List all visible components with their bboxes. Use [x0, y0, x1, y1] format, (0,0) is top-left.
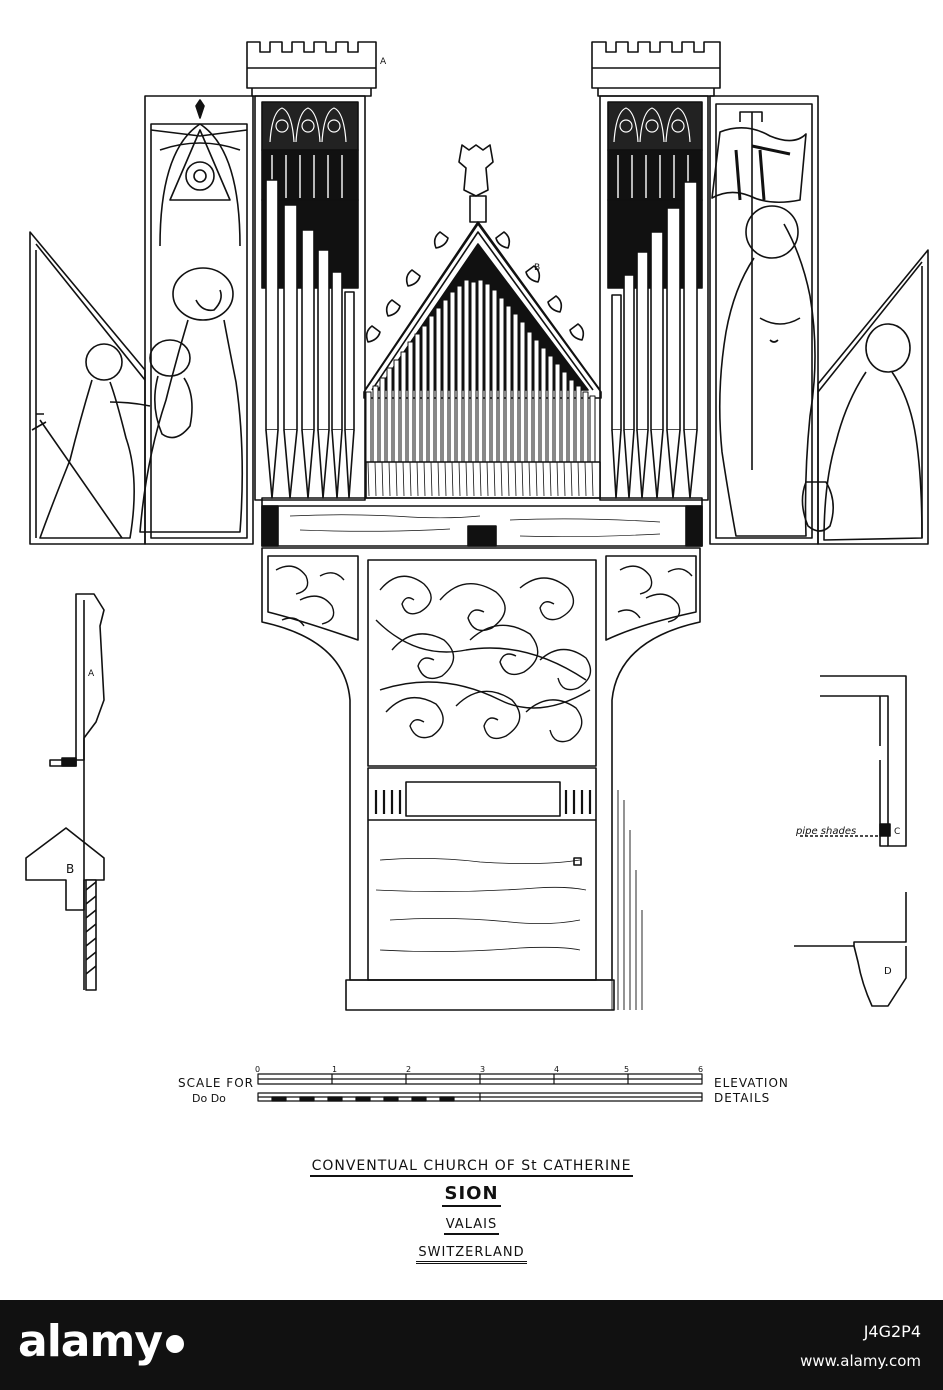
scale-tick-5: 5	[624, 1065, 629, 1074]
moulding-section-d	[794, 892, 907, 1007]
scale-label-bottom-right: DETAILS	[714, 1091, 770, 1105]
moulding-section-c	[800, 675, 907, 847]
right-tower-battlement	[591, 41, 721, 97]
right-triangle-wing	[817, 249, 929, 545]
section-mark-b2: B	[66, 862, 74, 876]
scale-label-top-right: ELEVATION	[714, 1076, 789, 1090]
left-wing-panel	[31, 95, 254, 545]
moulding-section-a	[49, 593, 105, 990]
scale-bars	[257, 1073, 703, 1102]
scale-tick-1: 1	[332, 1065, 337, 1074]
scale-label-top-left: SCALE FOR	[178, 1076, 254, 1090]
left-tower-battlement	[246, 41, 377, 97]
scale-tick-2: 2	[406, 1065, 411, 1074]
section-mark-a: A	[380, 57, 387, 67]
brand-logo: alamy	[18, 1316, 184, 1367]
central-pipe-flat	[365, 279, 596, 463]
foliage-carving	[275, 565, 693, 743]
scale-tick-6: 6	[698, 1065, 703, 1074]
right-tower	[599, 95, 709, 501]
brand-name: alamy	[18, 1316, 163, 1367]
title-country: SWITZERLAND	[416, 1245, 527, 1264]
brand-dot-icon	[166, 1335, 184, 1353]
image-id: J4G2P4	[863, 1322, 921, 1341]
section-mark-d: D	[884, 966, 892, 977]
title-canton: VALAIS	[443, 1217, 500, 1235]
central-pinnacle	[458, 144, 494, 223]
plinth	[345, 979, 615, 1011]
moulding-section-b	[25, 827, 105, 991]
watermark-footer: alamy J4G2P4 www.alamy.com	[0, 1300, 943, 1390]
section-mark-a2: A	[88, 669, 95, 679]
left-triangle-wing	[29, 231, 146, 545]
title-block: CONVENTUAL CHURCH OF St CATHERINE SION V…	[0, 1155, 943, 1270]
organ-elevation-drawing: A B A B C D pipe shades SCALE FOR Do Do …	[25, 41, 929, 1105]
title-town: SION	[442, 1183, 501, 1207]
scale-tick-3: 3	[480, 1065, 485, 1074]
scale-tick-0: 0	[255, 1065, 260, 1074]
right-wing-panel	[709, 95, 834, 545]
left-tower	[254, 95, 366, 501]
section-mark-c: C	[894, 827, 900, 837]
site-url: www.alamy.com	[800, 1352, 921, 1370]
title-church: CONVENTUAL CHURCH OF St CATHERINE	[309, 1158, 634, 1177]
section-mark-b: B	[534, 263, 540, 273]
pipe-shades-note: pipe shades	[795, 826, 856, 837]
scale-tick-4: 4	[554, 1065, 559, 1074]
scale-label-bottom-left: Do Do	[192, 1092, 226, 1105]
